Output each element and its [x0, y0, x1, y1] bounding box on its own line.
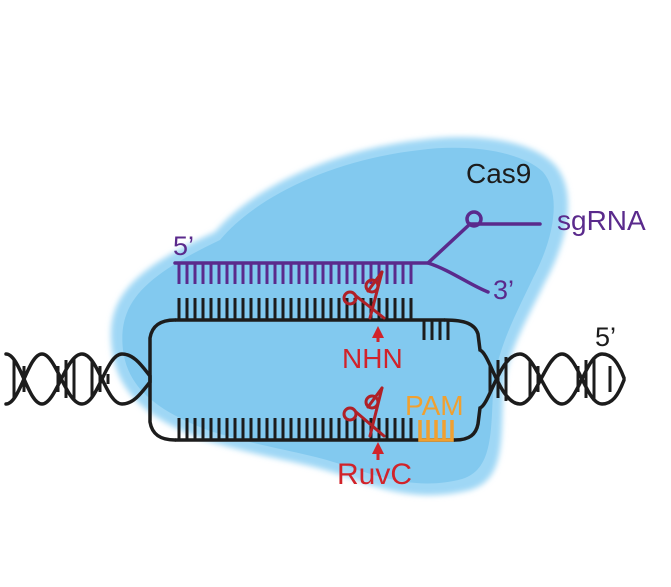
- pam-motif: [418, 420, 454, 442]
- dna-left-base-pairs: [12, 357, 110, 401]
- dna-unpaired-bases: [422, 320, 450, 340]
- sgrna-3prime-label: 3’: [493, 275, 514, 305]
- cas9-label: Cas9: [466, 158, 531, 189]
- ruvc-cut-site-triangle-icon: [372, 442, 384, 454]
- nhn-cut-site-triangle-icon: [372, 326, 384, 338]
- ruvc-label: RuvC: [337, 458, 412, 491]
- sgrna-label: sgRNA: [557, 205, 646, 236]
- dna-5prime-label: 5’: [595, 322, 616, 352]
- sgrna-5prime-label: 5’: [173, 231, 194, 261]
- nhn-label: NHN: [342, 343, 403, 374]
- pam-label: PAM: [405, 390, 464, 421]
- nhn-scissors-icon: [342, 270, 386, 320]
- ruvc-scissors-icon: [342, 386, 386, 438]
- dna-right-base-pairs: [488, 357, 612, 401]
